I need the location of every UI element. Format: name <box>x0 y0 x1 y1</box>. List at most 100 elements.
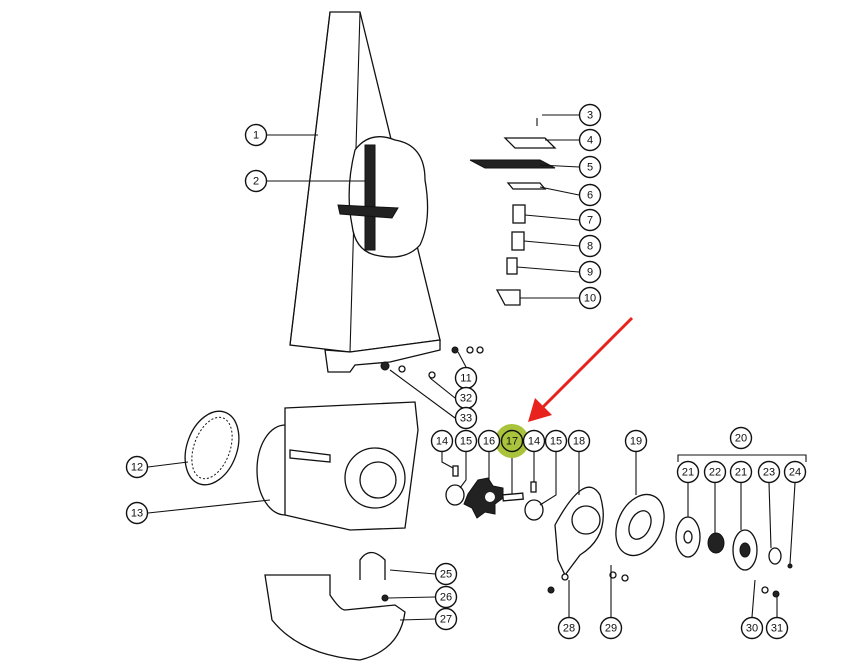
callout-label: 12 <box>131 462 143 474</box>
callout-circle <box>557 616 581 640</box>
callout-13: 13 <box>125 501 149 525</box>
callout-label: 1 <box>253 130 259 142</box>
callout-circle <box>244 169 268 193</box>
callout-label: 3 <box>587 110 593 122</box>
bracket-plate <box>554 486 604 577</box>
callout-circle <box>578 234 602 258</box>
callout-circle <box>522 429 546 453</box>
callout-label: 13 <box>131 508 143 520</box>
callout-circle <box>567 429 591 453</box>
callout-label: 16 <box>483 436 495 448</box>
callout-label: 31 <box>771 623 783 635</box>
callout-label: 15 <box>550 436 562 448</box>
callout-30: 30 <box>740 616 764 640</box>
chain-cutaway <box>337 136 429 258</box>
callout-14: 14 <box>522 429 546 453</box>
callout-4: 4 <box>578 128 602 152</box>
callout-label: 14 <box>436 436 448 448</box>
callout-label: 28 <box>563 623 575 635</box>
callout-9: 9 <box>578 260 602 284</box>
callout-27: 27 <box>434 607 458 631</box>
callout-29: 29 <box>599 616 623 640</box>
callout-32: 32 <box>454 386 478 410</box>
callout-18: 18 <box>567 429 591 453</box>
flange <box>615 493 665 557</box>
callout-label: 14 <box>528 436 540 448</box>
callout-label: 21 <box>682 467 694 479</box>
callout-label: 19 <box>630 436 642 448</box>
callout-circle <box>434 585 458 609</box>
callout-14: 14 <box>430 429 454 453</box>
callout-label: 23 <box>763 467 775 479</box>
callout-label: 18 <box>573 436 585 448</box>
callout-label: 29 <box>605 623 617 635</box>
callout-label: 21 <box>735 467 747 479</box>
fan-housing <box>256 401 419 531</box>
callout-15: 15 <box>544 429 568 453</box>
callout-label: 33 <box>460 413 472 425</box>
callout-26: 26 <box>434 585 458 609</box>
callout-19: 19 <box>624 429 648 453</box>
callout-label: 5 <box>587 162 593 174</box>
callout-circle <box>578 183 602 207</box>
callout-circle <box>729 460 753 484</box>
drive-parts <box>445 465 544 521</box>
callout-24: 24 <box>783 460 807 484</box>
callout-circle <box>454 406 478 430</box>
callout-label: 30 <box>746 623 758 635</box>
callout-circle <box>729 426 753 450</box>
callout-10: 10 <box>578 286 602 310</box>
callout-17: 17 <box>500 429 524 453</box>
callout-circle <box>599 616 623 640</box>
callout-label: 26 <box>440 592 452 604</box>
callout-label: 9 <box>587 267 593 279</box>
callout-23: 23 <box>757 460 781 484</box>
callout-label: 8 <box>587 241 593 253</box>
callout-label: 32 <box>460 393 472 405</box>
callout-15: 15 <box>454 429 478 453</box>
callout-label: 4 <box>587 135 593 147</box>
callout-circle <box>578 155 602 179</box>
callout-circle <box>624 429 648 453</box>
callout-circle <box>757 460 781 484</box>
callout-circle <box>740 616 764 640</box>
bearing-set <box>675 454 807 571</box>
callout-circle <box>244 123 268 147</box>
callout-circle <box>578 260 602 284</box>
callout-circle <box>434 562 458 586</box>
callout-2: 2 <box>244 169 268 193</box>
callout-16: 16 <box>477 429 501 453</box>
callout-label: 25 <box>440 569 452 581</box>
leader-lines <box>147 114 796 621</box>
callout-label: 22 <box>709 467 721 479</box>
callout-label: 2 <box>253 176 259 188</box>
callout-circle <box>477 429 501 453</box>
callout-label: 11 <box>460 373 471 385</box>
callout-circle <box>125 455 149 479</box>
callout-circle <box>544 429 568 453</box>
callout-12: 12 <box>125 455 149 479</box>
callout-circle <box>578 128 602 152</box>
callout-circle <box>454 429 478 453</box>
callout-label: 27 <box>440 614 452 626</box>
callout-7: 7 <box>578 208 602 232</box>
callout-circle <box>434 607 458 631</box>
callout-22: 22 <box>703 460 727 484</box>
callout-circle <box>578 103 602 127</box>
callout-6: 6 <box>578 183 602 207</box>
callout-11: 11 <box>454 366 478 390</box>
callout-label: 20 <box>735 433 747 445</box>
callout-8: 8 <box>578 234 602 258</box>
callout-label: 6 <box>587 190 593 202</box>
red-arrow-icon <box>528 316 634 422</box>
callout-33: 33 <box>454 406 478 430</box>
callout-circle <box>783 460 807 484</box>
paddle-parts <box>469 118 557 306</box>
callout-21: 21 <box>676 460 700 484</box>
callout-label: 10 <box>584 293 596 305</box>
callout-circle <box>703 460 727 484</box>
callout-circle <box>500 429 524 453</box>
